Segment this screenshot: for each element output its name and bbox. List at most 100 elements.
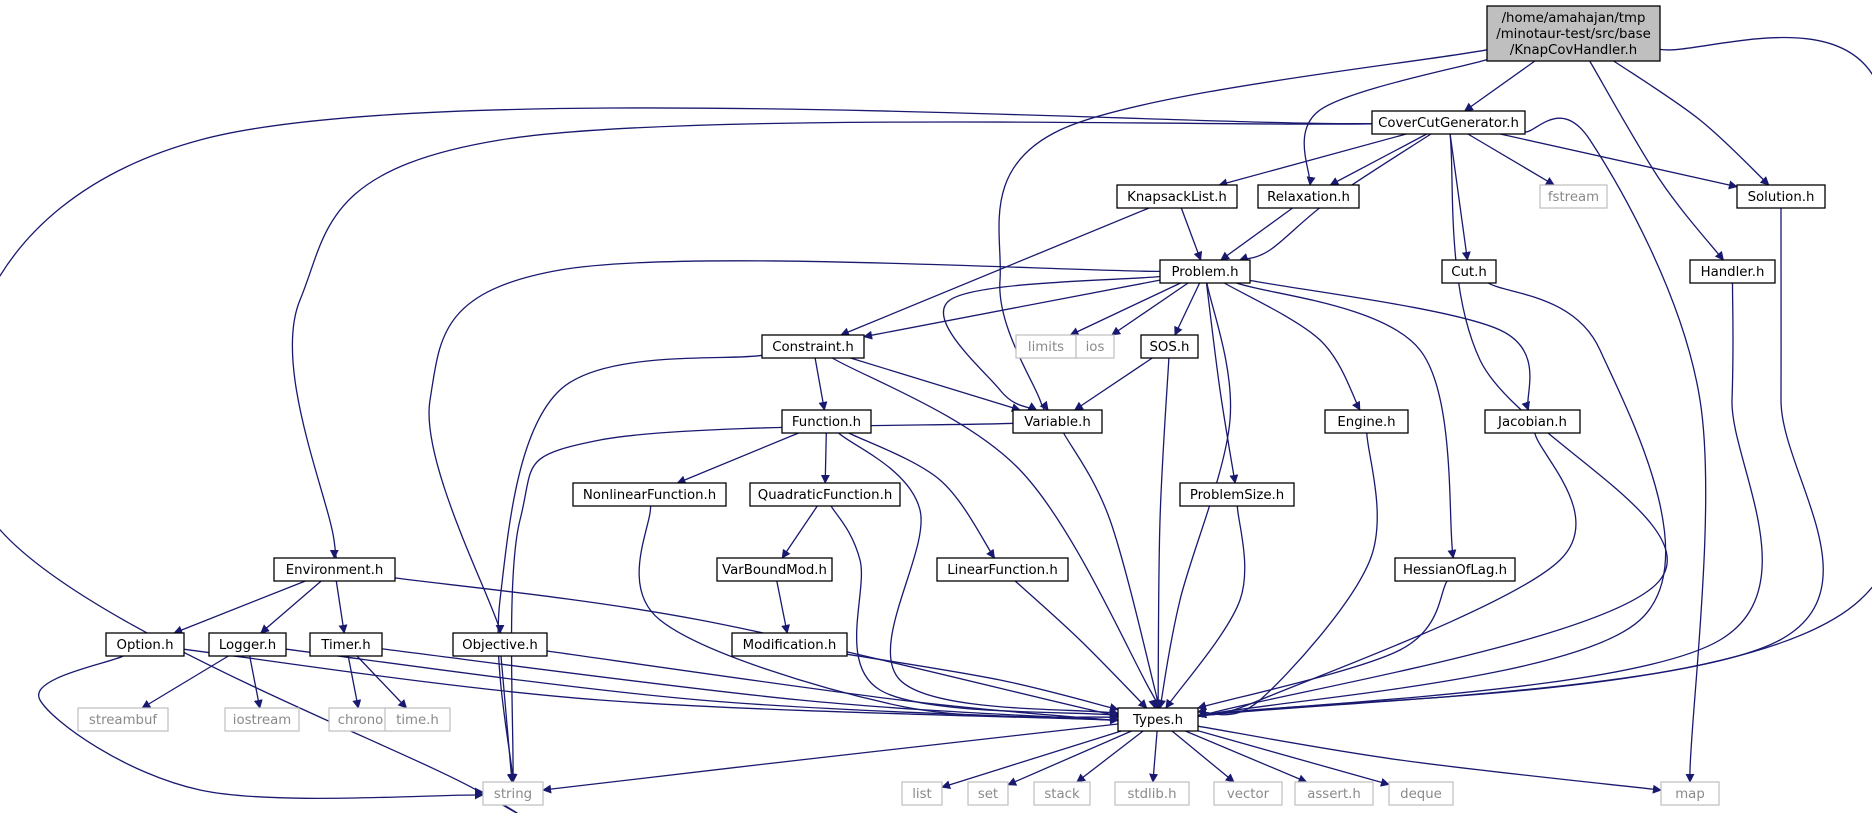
node-handler-label: Handler.h	[1701, 265, 1765, 280]
node-map: map	[1660, 781, 1720, 806]
node-linear-label: LinearFunction.h	[947, 563, 1058, 578]
node-nonlinear[interactable]: NonlinearFunction.h	[572, 482, 727, 507]
node-jacobian-box	[1484, 409, 1581, 434]
node-knapcov-box	[1486, 5, 1661, 62]
node-string-box	[482, 781, 544, 806]
node-set-box	[967, 781, 1009, 806]
node-linear[interactable]: LinearFunction.h	[936, 557, 1069, 582]
node-constraint[interactable]: Constraint.h	[761, 334, 865, 359]
edge-timer-to-timeh	[356, 655, 408, 709]
node-handler-box	[1689, 259, 1776, 284]
edge-jacobian-to-types	[1197, 432, 1577, 716]
node-streambuf: streambuf	[77, 707, 169, 732]
node-knapsacklist[interactable]: KnapsackList.h	[1116, 184, 1238, 209]
node-problemsize[interactable]: ProblemSize.h	[1179, 482, 1295, 507]
node-objective[interactable]: Objective.h	[452, 632, 548, 657]
node-cut-box	[1441, 259, 1497, 284]
node-jacobian[interactable]: Jacobian.h	[1484, 409, 1581, 434]
node-logger-label: Logger.h	[219, 638, 276, 653]
node-problemsize-label: ProblemSize.h	[1190, 488, 1284, 503]
edge-problem-to-problemsize	[1205, 282, 1239, 484]
node-constraint-label: Constraint.h	[772, 340, 854, 355]
node-timeh-label: time.h	[396, 713, 439, 728]
node-covercut-label: CoverCutGenerator.h	[1378, 116, 1519, 131]
node-stdlib: stdlib.h	[1114, 781, 1190, 806]
node-string-label: string	[494, 787, 532, 802]
node-logger[interactable]: Logger.h	[208, 632, 287, 657]
node-ios: ios	[1075, 334, 1115, 359]
node-option[interactable]: Option.h	[105, 632, 185, 657]
edge-covercut-to-knapsacklist	[1218, 133, 1407, 188]
node-cut[interactable]: Cut.h	[1441, 259, 1497, 284]
node-handler[interactable]: Handler.h	[1689, 259, 1776, 284]
node-timeh: time.h	[384, 707, 451, 732]
node-map-label: map	[1675, 787, 1705, 802]
node-sos-box	[1140, 334, 1199, 359]
edge-types-to-map	[1197, 725, 1662, 794]
node-relaxation-box	[1257, 184, 1360, 209]
node-solution[interactable]: Solution.h	[1736, 184, 1826, 209]
node-stdlib-label: stdlib.h	[1127, 787, 1176, 802]
node-relaxation[interactable]: Relaxation.h	[1257, 184, 1360, 209]
node-deque-label: deque	[1400, 787, 1442, 802]
node-chrono: chrono	[328, 707, 393, 732]
node-objective-label: Objective.h	[462, 638, 538, 653]
node-varboundmod-box	[716, 557, 833, 582]
edge-function-to-nonlinear	[676, 432, 799, 485]
edge-covercut-to-fstream	[1467, 133, 1555, 186]
node-types[interactable]: Types.h	[1117, 707, 1199, 732]
node-knapcov[interactable]: /home/amahajan/tmp/minotaur-test/src/bas…	[1486, 5, 1661, 62]
edge-sos-to-variable	[1073, 357, 1153, 411]
node-hessian[interactable]: HessianOfLag.h	[1394, 557, 1516, 582]
node-sos[interactable]: SOS.h	[1140, 334, 1199, 359]
node-covercut[interactable]: CoverCutGenerator.h	[1371, 110, 1526, 135]
node-list-box	[901, 781, 943, 806]
edge-timer-to-chrono	[347, 655, 362, 709]
node-objective-box	[452, 632, 548, 657]
edge-environment-to-timer	[335, 580, 348, 634]
node-knapcov-label: /KnapCovHandler.h	[1510, 43, 1637, 58]
edge-quadratic-to-types	[830, 505, 1119, 719]
edge-problem-to-objective	[428, 260, 1161, 649]
node-quadratic-label: QuadraticFunction.h	[758, 488, 893, 503]
edge-engine-to-types	[1197, 432, 1378, 716]
node-engine[interactable]: Engine.h	[1324, 409, 1409, 434]
edge-logger-to-iostream	[249, 655, 263, 709]
node-timeh-box	[384, 707, 451, 732]
edge-knapcov-to-solution	[1613, 60, 1770, 186]
node-streambuf-label: streambuf	[89, 713, 157, 728]
edge-types-to-stdlib	[1149, 730, 1159, 783]
node-quadratic[interactable]: QuadraticFunction.h	[749, 482, 901, 507]
edge-problem-to-limits	[1069, 282, 1181, 336]
node-linear-box	[936, 557, 1069, 582]
node-limits: limits	[1015, 334, 1077, 359]
edge-covercut-to-environment	[291, 121, 1373, 565]
node-variable-label: Variable.h	[1024, 415, 1091, 430]
edge-covercut-to-string	[0, 107, 1373, 813]
node-function[interactable]: Function.h	[781, 409, 872, 434]
node-relaxation-label: Relaxation.h	[1267, 190, 1350, 205]
edge-constraint-to-variable	[850, 357, 1021, 412]
node-ios-box	[1075, 334, 1115, 359]
edge-problem-to-jacobian	[1249, 279, 1531, 411]
node-modification[interactable]: Modification.h	[731, 632, 848, 657]
node-environment[interactable]: Environment.h	[273, 557, 396, 582]
node-iostream-label: iostream	[233, 713, 291, 728]
node-variable[interactable]: Variable.h	[1012, 409, 1103, 434]
node-assert-label: assert.h	[1307, 787, 1361, 802]
edge-environment-to-logger	[260, 580, 322, 634]
edge-sos-to-types	[1153, 357, 1170, 709]
node-covercut-box	[1371, 110, 1526, 135]
node-quadratic-box	[749, 482, 901, 507]
node-set: set	[967, 781, 1009, 806]
edge-relaxation-to-problem	[1220, 207, 1293, 261]
node-solution-label: Solution.h	[1748, 190, 1815, 205]
node-varboundmod-label: VarBoundMod.h	[722, 563, 827, 578]
node-timer[interactable]: Timer.h	[309, 632, 383, 657]
node-problem-box	[1159, 259, 1251, 284]
node-problem[interactable]: Problem.h	[1159, 259, 1251, 284]
node-hessian-label: HessianOfLag.h	[1403, 563, 1507, 578]
node-varboundmod[interactable]: VarBoundMod.h	[716, 557, 833, 582]
node-fstream: fstream	[1539, 184, 1608, 209]
edge-linear-to-types	[1014, 580, 1148, 709]
